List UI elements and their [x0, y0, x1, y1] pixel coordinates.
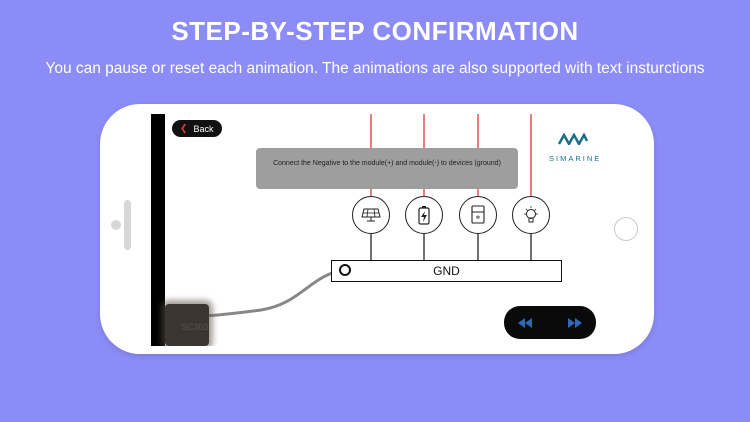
module-label: SC303	[181, 322, 209, 332]
ground-bus: GND	[331, 260, 562, 282]
solar-device	[352, 196, 390, 234]
ground-bus-label: GND	[433, 264, 460, 278]
app-screen: ❮ Back SIMARINE Connect the Negative to …	[151, 114, 604, 346]
animation-controls	[504, 306, 596, 339]
home-button[interactable]	[614, 217, 638, 241]
fridge-icon: ✻	[471, 205, 485, 224]
fast-forward-icon	[568, 317, 582, 328]
instruction-panel: Connect the Negative to the module(+) an…	[256, 148, 518, 189]
light-device	[512, 196, 550, 234]
svg-text:✻: ✻	[476, 215, 480, 221]
battery-device	[405, 196, 443, 234]
solar-panel-icon	[361, 208, 381, 222]
screen-left-edge	[151, 114, 165, 346]
page-headline: STEP-BY-STEP CONFIRMATION	[171, 16, 579, 46]
light-bulb-icon	[524, 206, 538, 223]
rewind-button[interactable]	[510, 306, 540, 339]
battery-icon	[418, 206, 430, 225]
page-subtitle: You can pause or reset each animation. T…	[45, 60, 705, 77]
shunt-module	[165, 304, 209, 346]
simarine-logo: SIMARINE	[549, 132, 602, 163]
chevron-left-icon: ❮	[180, 123, 188, 133]
ground-terminal	[339, 264, 351, 276]
back-button[interactable]: ❮ Back	[172, 120, 222, 137]
module-cable	[200, 268, 346, 318]
rewind-icon	[518, 317, 532, 328]
phone-camera	[111, 220, 121, 230]
fast-forward-button[interactable]	[560, 306, 590, 339]
phone-speaker	[124, 200, 131, 250]
simarine-wave-icon	[557, 132, 589, 147]
brand-name: SIMARINE	[549, 154, 602, 163]
fridge-device: ✻	[459, 196, 497, 234]
back-label: Back	[193, 123, 214, 134]
